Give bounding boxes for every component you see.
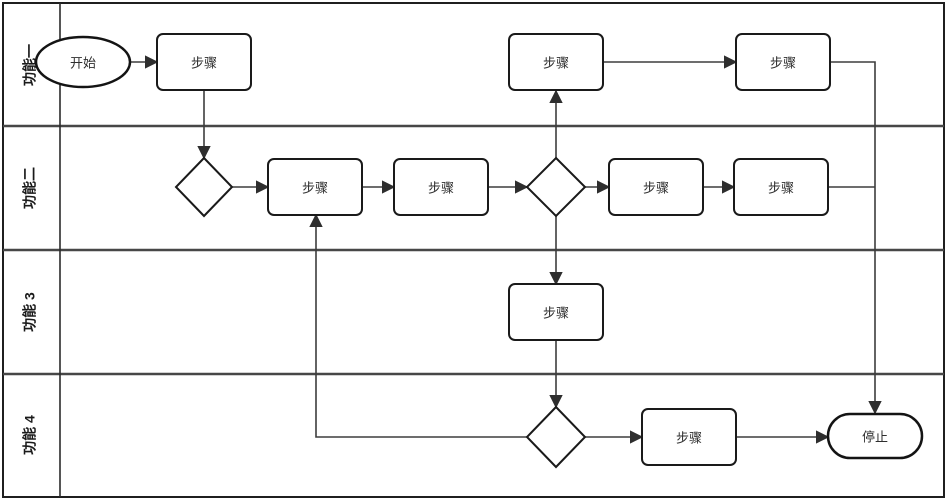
connector-decision-d1-to-step-b1 (309, 213, 527, 438)
lane-2-label: 功能二 (22, 167, 38, 209)
node-step-b4: 步骤 (733, 158, 829, 216)
node-step-b1: 步骤 (267, 158, 363, 216)
node-step-b4-label: 步骤 (768, 180, 794, 195)
connector-step-a3-to-stop (830, 61, 882, 415)
node-stop: 停止 (826, 412, 924, 460)
node-step-d1-label: 步骤 (676, 430, 702, 445)
lane-3-label: 功能 3 (22, 292, 38, 332)
node-step-b3: 步骤 (608, 158, 704, 216)
node-step-a2-label: 步骤 (543, 55, 569, 70)
node-step-a3: 步骤 (735, 33, 831, 91)
node-decision-b1 (174, 156, 234, 218)
node-step-a1-label: 步骤 (191, 55, 217, 70)
node-start: 开始 (34, 35, 132, 89)
node-decision-b2 (525, 156, 587, 218)
node-step-c1: 步骤 (508, 283, 604, 341)
node-step-a2: 步骤 (508, 33, 604, 91)
node-start-label: 开始 (70, 55, 96, 70)
node-stop-label: 停止 (862, 429, 888, 444)
node-step-a3-label: 步骤 (770, 55, 796, 70)
node-step-b3-label: 步骤 (643, 180, 669, 195)
lane-1-label: 功能一 (22, 44, 38, 86)
node-step-b2-label: 步骤 (428, 180, 454, 195)
node-step-b2: 步骤 (393, 158, 489, 216)
node-step-c1-label: 步骤 (543, 305, 569, 320)
node-step-b1-label: 步骤 (302, 180, 328, 195)
node-step-d1: 步骤 (641, 408, 737, 466)
lane-4-label: 功能 4 (22, 415, 38, 455)
node-decision-d1 (525, 405, 587, 469)
node-step-a1: 步骤 (156, 33, 252, 91)
